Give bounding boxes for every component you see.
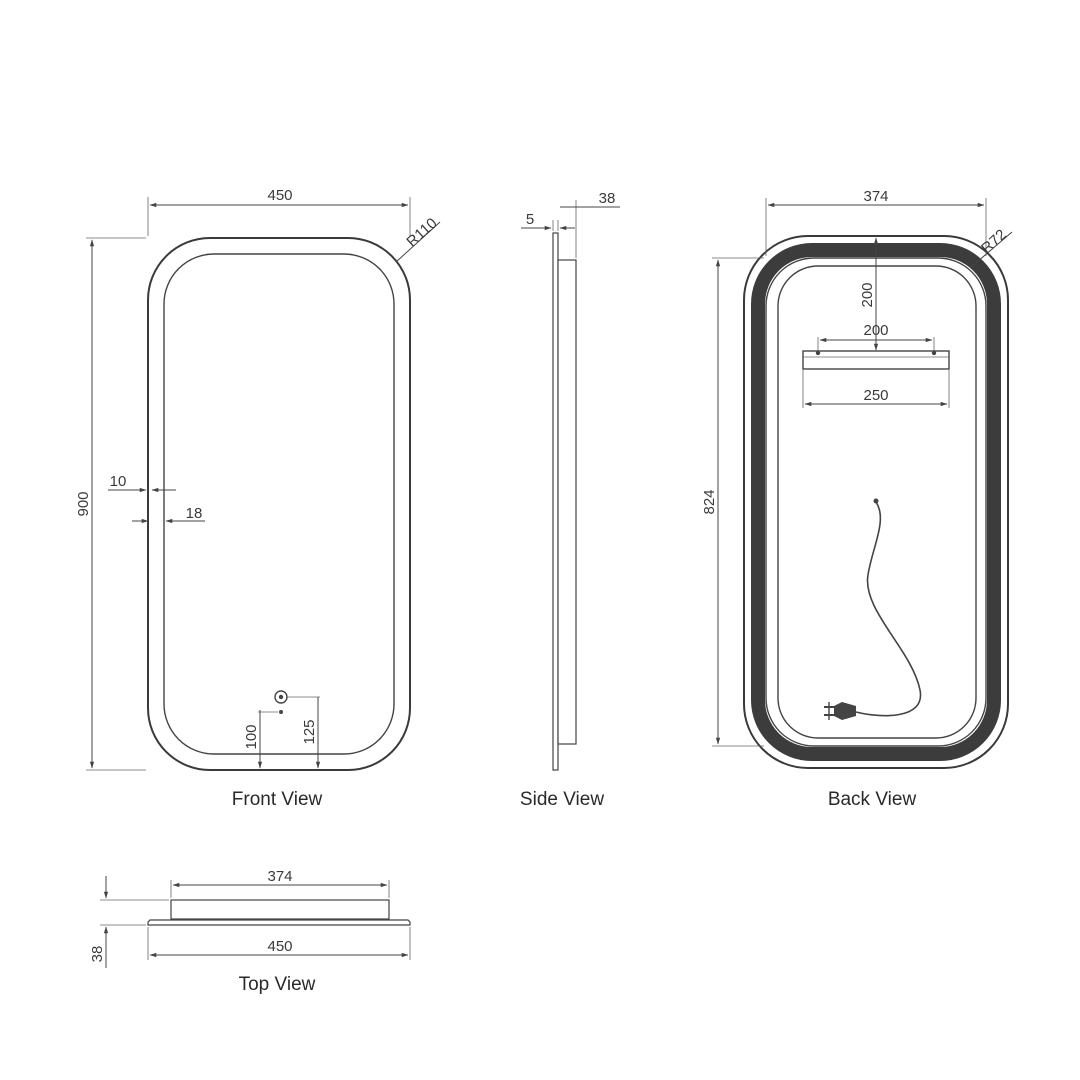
dim-back-bracket-holes: 200 bbox=[863, 322, 888, 339]
dim-back-width: 374 bbox=[863, 188, 888, 205]
top-backing bbox=[170, 899, 390, 920]
side-view: 38 5 Side View bbox=[520, 190, 620, 810]
top-view-caption: Top View bbox=[239, 974, 316, 995]
dim-side-thickness-5: 5 bbox=[526, 211, 534, 228]
dim-front-sensor-100: 100 bbox=[243, 724, 260, 749]
dim-front-width: 450 bbox=[267, 187, 292, 204]
front-view-caption: Front View bbox=[232, 789, 323, 810]
top-glass bbox=[147, 919, 411, 926]
power-plug-icon bbox=[824, 702, 856, 720]
side-view-caption: Side View bbox=[520, 789, 604, 810]
top-view: 374 450 38 Top View bbox=[89, 868, 411, 995]
dim-back-radius: R72 bbox=[978, 226, 1010, 257]
back-view-caption: Back View bbox=[828, 789, 917, 810]
side-backing bbox=[557, 259, 577, 745]
side-glass bbox=[552, 232, 559, 771]
dim-front-radius: R110 bbox=[403, 215, 440, 251]
dim-front-sensor-125: 125 bbox=[301, 719, 318, 744]
dim-back-height: 824 bbox=[701, 489, 718, 514]
dim-front-height: 900 bbox=[75, 491, 92, 516]
dim-top-back-width: 374 bbox=[267, 868, 292, 885]
wall-bracket bbox=[802, 350, 950, 370]
power-cable bbox=[855, 501, 922, 717]
dim-front-frame-18: 18 bbox=[186, 505, 203, 522]
dim-top-depth: 38 bbox=[89, 946, 106, 963]
dim-back-bracket-width: 250 bbox=[863, 387, 888, 404]
front-mirror-inner bbox=[163, 253, 395, 755]
back-view: 374 R72 824 200 200 250 bbox=[701, 188, 1013, 810]
front-mirror-outer bbox=[147, 237, 411, 771]
dim-side-depth-38: 38 bbox=[599, 190, 616, 207]
dim-back-bracket-offset: 200 bbox=[859, 282, 876, 307]
back-mirror-outer bbox=[743, 235, 1009, 769]
dim-front-frame-10: 10 bbox=[110, 473, 127, 490]
front-view: 450 R110 900 10 18 100 125 Front View bbox=[75, 187, 441, 810]
dim-top-front-width: 450 bbox=[267, 938, 292, 955]
